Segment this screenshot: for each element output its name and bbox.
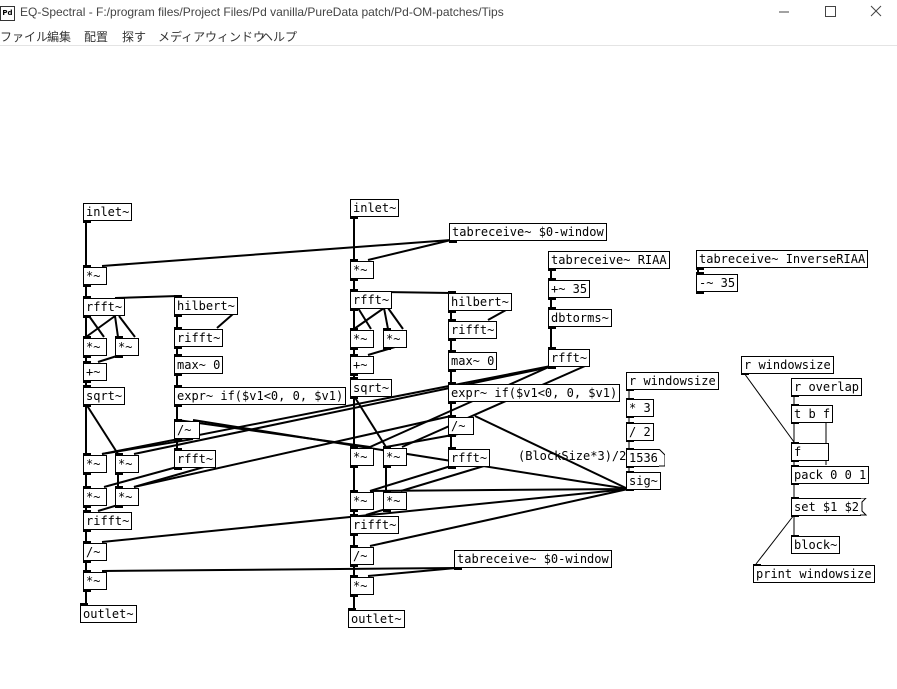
- outlet-right[interactable]: outlet~: [348, 608, 405, 628]
- window-title: EQ-Spectral - F:/program files/Project F…: [20, 5, 504, 19]
- multiply-left-5[interactable]: *~: [83, 570, 107, 592]
- multiply-3[interactable]: * 3: [626, 398, 654, 418]
- add-35[interactable]: +~ 35: [548, 278, 591, 300]
- number-value: 1536: [629, 451, 658, 465]
- set-message[interactable]: set $1 $2: [791, 497, 868, 517]
- rifft-left-1[interactable]: rifft~: [174, 327, 224, 349]
- menu-edit[interactable]: 編集: [47, 30, 72, 44]
- receive-overlap[interactable]: r overlap: [791, 378, 863, 397]
- number-box-1536[interactable]: 1536: [626, 448, 665, 468]
- max-left[interactable]: max~ 0: [174, 354, 224, 376]
- divide-right-2[interactable]: /~: [350, 545, 374, 567]
- multiply-left-3a[interactable]: *~: [83, 453, 107, 475]
- multiply-left-1[interactable]: *~: [83, 265, 107, 287]
- dbtorms[interactable]: dbtorms~: [548, 307, 612, 329]
- multiply-right-3b[interactable]: *~: [383, 446, 407, 468]
- number-box-corner: [659, 449, 665, 467]
- set-message-text: set $1 $2: [794, 500, 860, 514]
- print-windowsize[interactable]: print windowsize: [753, 564, 875, 583]
- inlet-left[interactable]: inlet~: [83, 203, 133, 223]
- menu-file[interactable]: ファイル: [0, 30, 49, 44]
- close-icon: [870, 5, 882, 17]
- minimize-icon: [779, 11, 789, 13]
- subtract-35[interactable]: -~ 35: [696, 272, 739, 294]
- divide-right-1[interactable]: /~: [448, 415, 474, 437]
- multiply-left-4a[interactable]: *~: [83, 486, 107, 508]
- rifft-right-1[interactable]: rifft~: [448, 319, 498, 341]
- multiply-left-2b[interactable]: *~: [115, 336, 139, 358]
- multiply-right-3a[interactable]: *~: [350, 446, 374, 468]
- menu-help[interactable]: ヘルプ: [261, 30, 298, 44]
- rfft-eq[interactable]: rfft~: [548, 347, 591, 369]
- multiply-right-4b[interactable]: *~: [383, 490, 407, 512]
- tabreceive-window-bottom[interactable]: tabreceive~ $0-window: [454, 550, 612, 570]
- maximize-icon: [825, 6, 836, 17]
- rifft-right-2[interactable]: rifft~: [350, 514, 400, 536]
- multiply-right-2a[interactable]: *~: [350, 328, 374, 350]
- add-right[interactable]: +~: [350, 354, 374, 376]
- maximize-button[interactable]: [807, 0, 853, 26]
- hilbert-left[interactable]: hilbert~: [174, 295, 238, 317]
- tabreceive-riaa[interactable]: tabreceive~ RIAA: [548, 251, 670, 271]
- receive-windowsize-2[interactable]: r windowsize: [741, 356, 834, 375]
- outlet-left[interactable]: outlet~: [80, 603, 137, 623]
- blocksize-comment: (BlockSize*3)/2: [518, 449, 627, 463]
- tabreceive-window-top[interactable]: tabreceive~ $0-window: [449, 223, 607, 243]
- tabreceive-inverse-riaa[interactable]: tabreceive~ InverseRIAA: [696, 250, 869, 270]
- multiply-right-5[interactable]: *~: [350, 575, 374, 597]
- message-box-flag: [860, 498, 868, 516]
- rfft-left[interactable]: rfft~: [83, 296, 126, 318]
- minimize-button[interactable]: [761, 0, 807, 26]
- sqrt-left[interactable]: sqrt~: [83, 385, 126, 407]
- sqrt-right[interactable]: sqrt~: [350, 377, 393, 399]
- menu-put[interactable]: 配置: [84, 30, 109, 44]
- multiply-left-2a[interactable]: *~: [83, 336, 107, 358]
- hilbert-right[interactable]: hilbert~: [448, 291, 512, 313]
- expr-right[interactable]: expr~ if($v1<0, 0, $v1): [448, 382, 621, 404]
- receive-windowsize-1[interactable]: r windowsize: [626, 372, 719, 391]
- add-left[interactable]: +~: [83, 361, 107, 383]
- title-bar: Pd EQ-Spectral - F:/program files/Projec…: [0, 0, 897, 26]
- inlet-right[interactable]: inlet~: [350, 199, 400, 219]
- block-object[interactable]: block~: [791, 535, 841, 554]
- close-button[interactable]: [852, 0, 897, 26]
- divide-2[interactable]: / 2: [626, 422, 654, 442]
- max-right[interactable]: max~ 0: [448, 350, 498, 372]
- rfft-right[interactable]: rfft~: [350, 289, 393, 311]
- multiply-left-4b[interactable]: *~: [115, 486, 139, 508]
- menu-bar: ファイル 編集 配置 探す メディア ウィンドウ ヘルプ: [0, 26, 897, 46]
- float-object[interactable]: f: [791, 442, 829, 462]
- multiply-right-1[interactable]: *~: [350, 259, 374, 281]
- multiply-right-4a[interactable]: *~: [350, 490, 374, 512]
- divide-left-2[interactable]: /~: [83, 541, 107, 563]
- sig-object[interactable]: sig~: [626, 471, 661, 491]
- pd-app-icon: Pd: [0, 6, 15, 21]
- multiply-right-2b[interactable]: *~: [383, 328, 407, 350]
- rfft-right-2[interactable]: rfft~: [448, 447, 491, 469]
- menu-media[interactable]: メディア: [158, 30, 206, 44]
- trigger-bf[interactable]: t b f: [791, 404, 834, 424]
- expr-left[interactable]: expr~ if($v1<0, 0, $v1): [174, 385, 347, 407]
- menu-window[interactable]: ウィンドウ: [205, 30, 266, 44]
- menu-find[interactable]: 探す: [122, 30, 147, 44]
- pack-object[interactable]: pack 0 0 1: [791, 465, 870, 485]
- rifft-left-2[interactable]: rifft~: [83, 510, 133, 532]
- divide-left-1[interactable]: /~: [174, 419, 200, 441]
- multiply-left-3b[interactable]: *~: [115, 453, 139, 475]
- rfft-left-2[interactable]: rfft~: [174, 448, 217, 470]
